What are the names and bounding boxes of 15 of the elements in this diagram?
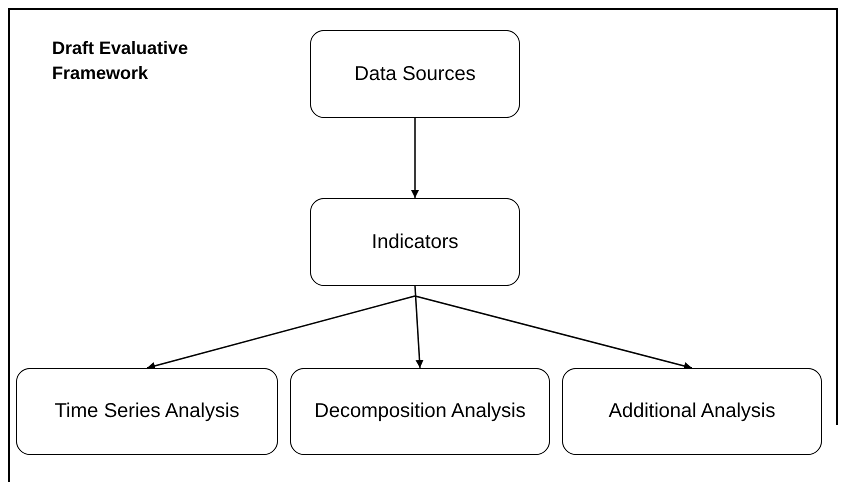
box-label: Data Sources	[353, 62, 477, 86]
arrow	[146, 295, 416, 370]
box-label: Additional Analysis	[608, 399, 776, 424]
process-box	[16, 368, 278, 455]
process-box	[310, 198, 520, 286]
process-box	[310, 30, 520, 118]
arrow	[414, 286, 424, 368]
arrow	[411, 118, 419, 198]
process-box	[290, 368, 550, 455]
arrow	[414, 295, 692, 370]
box-label: Indicators	[370, 230, 460, 254]
process-box	[562, 368, 822, 455]
box-label: Time Series Analysis	[54, 399, 240, 424]
diagram-title: Draft Evaluative Framework	[52, 37, 190, 85]
box-label: Decomposition Analysis	[313, 399, 527, 424]
